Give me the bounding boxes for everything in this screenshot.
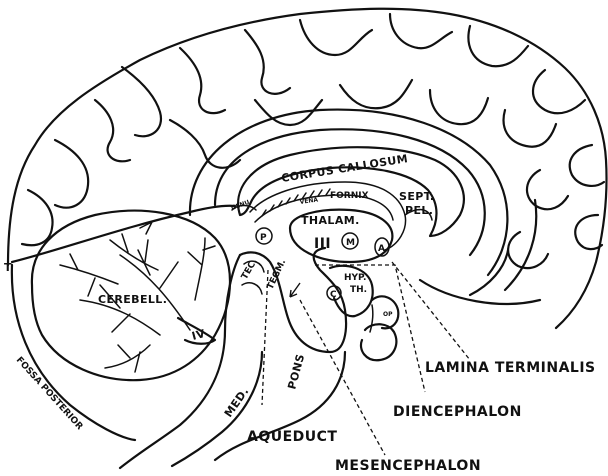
label-th: TH.	[350, 285, 367, 295]
label-lamina-terminalis: LAMINA TERMINALIS	[425, 360, 596, 376]
label-pons: PONS	[285, 352, 307, 390]
label-mesencephalon: MESENCEPHALON	[335, 458, 481, 474]
label-fossa-posterior: FOSSA POSTERIOR	[14, 355, 85, 432]
aqueduct-arrow	[290, 283, 300, 297]
infundibulum	[370, 305, 373, 332]
label-cerebellum: CEREBELL.	[98, 293, 167, 306]
label-fourth-ventricle: IV	[190, 327, 206, 343]
label-a: A	[378, 244, 385, 254]
label-hyp: HYP.	[344, 273, 366, 283]
label-diencephalon: DIENCEPHALON	[393, 404, 522, 420]
label-tegm: TEGM.	[266, 258, 289, 291]
aqueduct-leader	[262, 270, 268, 405]
diencephalon-leader	[315, 265, 425, 392]
cortical-gyri	[22, 14, 604, 268]
label-m: M	[346, 238, 355, 248]
label-pel: PEL.	[405, 204, 433, 217]
tentorium	[12, 206, 235, 262]
label-fornix: FORNIX	[330, 191, 369, 201]
lamina-terminalis-leader	[392, 262, 470, 360]
label-op: OP	[383, 311, 393, 318]
label-t: T	[4, 261, 12, 274]
label-aqueduct: AQUEDUCT	[247, 429, 337, 445]
label-corpus-callosum: CORPUS CALLOSUM	[280, 152, 408, 185]
label-c: C	[330, 290, 337, 300]
label-thalamus: THALAM.	[301, 214, 360, 227]
label-p: P	[260, 233, 267, 243]
pituitary	[361, 324, 396, 360]
label-third-ventricle: III	[314, 236, 331, 252]
medulla-line	[172, 352, 262, 466]
label-vena: VENA	[299, 196, 319, 206]
label-tec: TEC.	[240, 257, 260, 281]
label-sept: SEPT.	[399, 190, 435, 203]
